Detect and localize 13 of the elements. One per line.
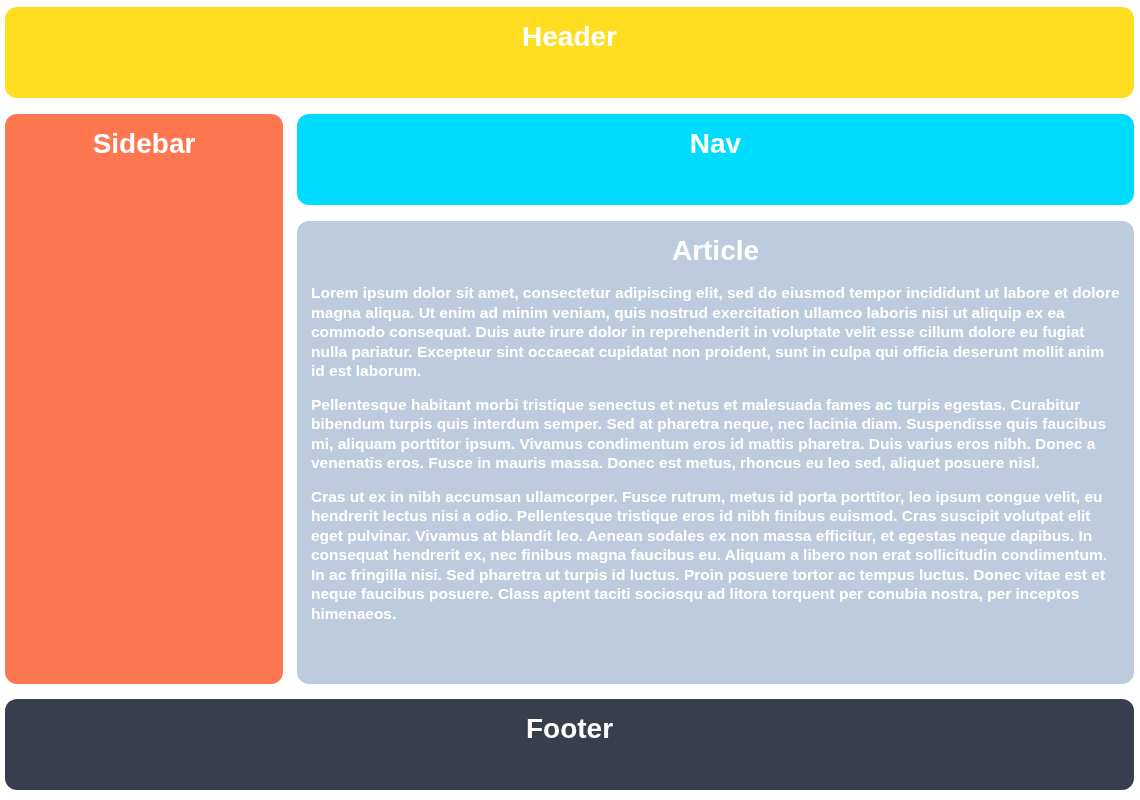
sidebar-panel bbox=[5, 114, 283, 684]
panel-heading: Header bbox=[522, 20, 617, 54]
panel-heading: Article bbox=[671, 234, 760, 268]
panel-heading: Nav bbox=[689, 127, 742, 161]
article-paragraph: Lorem ipsum dolor sit amet, consectetur adipiscing elit, sed do eiusmod tempor incididunt ut labore et dolore magna aliqua. Ut enim ad minim veniam, quis nostrud exercitation ullamco laboris nisi ut aliquip ex ea commodo consequat. Duis aute irure dolor in reprehenderit in voluptate velit esse cillum dolore eu fugiat nulla pariatur. Excepteur sint occaecat cupidatat non proident, sunt in culpa qui officia deserunt mollit anim id est laborum. bbox=[311, 283, 1120, 381]
article-paragraph: Cras ut ex in nibh accumsan ullamcorper. Fusce rutrum, metus id porta porttitor, leo ipsum congue velit, eu hendrerit lectus nisi a odio. Pellentesque tristique eros id nibh finibus euismod. Cras suscipit volutpat elit eget pulvinar. Vivamus at blandit leo. Aenean sodales ex non massa efficitur, et egestas neque dapibus. In consequat hendrerit ex, nec finibus magna faucibus eu. Aliquam a libero non erat sollicitudin condimentum. In ac fringilla nisi. Sed pharetra ut turpis id luctus. Proin posuere tortor ac tempus luctus. Donec vitae est et neque faucibus posuere. Class aptent taciti sociosqu ad litora torquent per conubia nostra, per inceptos himenaeos. bbox=[311, 486, 1109, 623]
panel-heading: Sidebar bbox=[92, 127, 196, 161]
article-paragraph: Pellentesque habitant morbi tristique senectus et netus et malesuada fames ac turpis egestas. Curabitur bibendum turpis quis interdum semper. Sed at pharetra neque, nec lacinia diam. Suspendisse quis faucibus mi, aliquam porttitor ipsum. Vivamus condimentum eros id mattis pharetra. Duis varius eros nibh. Donec a venenatis eros. Fusce in mauris massa. Donec est metus, rhoncus eu leo sed, aliquet posuere nisl. bbox=[311, 394, 1107, 473]
panel-heading: Footer bbox=[525, 712, 614, 746]
footer-panel bbox=[5, 699, 1134, 790]
nav-panel bbox=[297, 114, 1134, 205]
article-panel bbox=[297, 221, 1134, 684]
header-panel bbox=[5, 7, 1134, 98]
